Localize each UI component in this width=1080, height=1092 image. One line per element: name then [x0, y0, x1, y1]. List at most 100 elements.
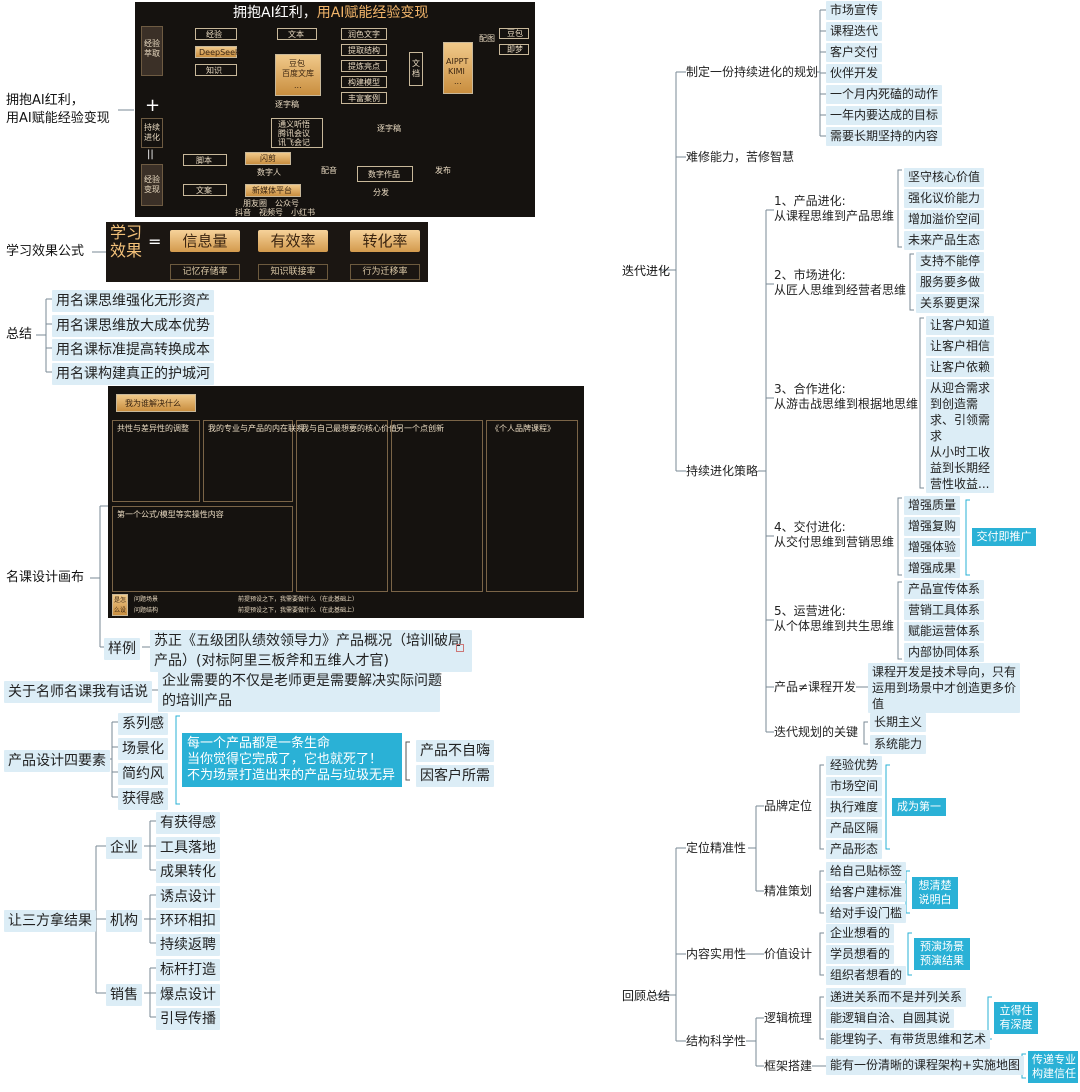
four-callout[interactable]: 每一个产品都是一条生命 当你觉得它完成了，它也就死了！ 不为场景打造出来的产品与…	[182, 733, 402, 787]
s5-item-2[interactable]: 营销工具体系	[904, 601, 985, 620]
dev-text[interactable]: 课程开发是技术导向，只有 运用到场景中才创造更多价 值	[868, 663, 1021, 713]
formula-root-label[interactable]: 学习效果公式	[6, 244, 85, 259]
s2-label[interactable]: 2、市场进化: 从匠人思维到经营者思维	[774, 268, 907, 297]
logic-callout[interactable]: 立得住 有深度	[994, 1002, 1038, 1034]
plan-item-3[interactable]: 客户交付	[826, 43, 883, 62]
four-item-1[interactable]: 系列感	[118, 713, 168, 735]
s2-item-1[interactable]: 支持不能停	[916, 252, 985, 271]
struct-label[interactable]: 结构科学性	[686, 1034, 747, 1048]
prec-item-2[interactable]: 给客户建标准	[826, 883, 907, 902]
quote-root-label[interactable]: 关于名师名课我有话说	[4, 681, 152, 703]
canvas-root-label[interactable]: 名课设计画布	[6, 570, 85, 585]
s4-item-1[interactable]: 增强质量	[904, 496, 961, 515]
sample-text[interactable]: 苏正《五级团队绩效领导力》产品概况（培训破局 产品）(对标阿里三板斧和五维人才官…	[150, 630, 472, 672]
logic-label[interactable]: 逻辑梳理	[764, 1011, 813, 1025]
prec-callout[interactable]: 想清楚 说明白	[912, 877, 958, 909]
three-group-2[interactable]: 机构	[106, 910, 142, 932]
three-g2-item-3[interactable]: 持续返聘	[156, 934, 220, 956]
s5-label[interactable]: 5、运营进化: 从个体思维到共生思维	[774, 604, 895, 633]
four-item-4[interactable]: 获得感	[118, 788, 168, 810]
summary-item-2[interactable]: 用名课思维放大成本优势	[52, 315, 214, 337]
logic-item-1[interactable]: 递进关系而不是并列关系	[826, 988, 967, 1007]
plan-item-4[interactable]: 伙伴开发	[826, 64, 883, 83]
prec-label[interactable]: 精准策划	[764, 884, 813, 898]
three-group-3[interactable]: 销售	[106, 984, 142, 1006]
plan-label[interactable]: 制定一份持续进化的规划	[686, 65, 819, 79]
s1-label[interactable]: 1、产品进化: 从课程思维到产品思维	[774, 194, 895, 223]
three-g3-item-1[interactable]: 标杆打造	[156, 959, 220, 981]
dev-label[interactable]: 产品≠课程开发	[774, 680, 857, 694]
s5-item-3[interactable]: 赋能运营体系	[904, 622, 985, 641]
s3-item-4[interactable]: 从迎合需求 到创造需 求、引领需 求	[926, 379, 995, 445]
note-icon[interactable]	[456, 644, 464, 652]
iter-root-label[interactable]: 迭代进化	[622, 264, 671, 278]
summary-root-label[interactable]: 总结	[6, 327, 33, 342]
three-g2-item-1[interactable]: 诱点设计	[156, 886, 220, 908]
logic-item-3[interactable]: 能埋钩子、有带货思维和艺术	[826, 1030, 991, 1049]
logic-item-2[interactable]: 能逻辑自洽、自圆其说	[826, 1009, 955, 1028]
sample-label[interactable]: 样例	[104, 638, 140, 660]
four-right-1[interactable]: 产品不自嗨	[416, 740, 494, 762]
s4-callout[interactable]: 交付即推广	[972, 528, 1036, 546]
three-g3-item-3[interactable]: 引导传播	[156, 1008, 220, 1030]
strategy-label[interactable]: 持续进化策略	[686, 464, 759, 478]
plan-item-7[interactable]: 需要长期坚持的内容	[826, 127, 943, 146]
four-root-label[interactable]: 产品设计四要素	[4, 750, 110, 772]
brand-item-4[interactable]: 产品区隔	[826, 819, 883, 838]
summary-item-3[interactable]: 用名课标准提高转换成本	[52, 339, 214, 361]
brand-item-5[interactable]: 产品形态	[826, 840, 883, 859]
hard-label[interactable]: 难修能力，苦修智慧	[686, 150, 795, 164]
four-right-2[interactable]: 因客户所需	[416, 765, 494, 787]
key-item-1[interactable]: 长期主义	[870, 713, 927, 732]
plan-item-6[interactable]: 一年内要达成的目标	[826, 106, 943, 125]
plan-item-2[interactable]: 课程迭代	[826, 22, 883, 41]
content-label[interactable]: 内容实用性	[686, 947, 747, 961]
plan-item-1[interactable]: 市场宣传	[826, 1, 883, 20]
frame-item[interactable]: 能有一份清晰的课程架构+实施地图	[826, 1056, 1025, 1075]
brand-item-1[interactable]: 经验优势	[826, 756, 883, 775]
s4-item-2[interactable]: 增强复购	[904, 517, 961, 536]
three-g3-item-2[interactable]: 爆点设计	[156, 984, 220, 1006]
s3-item-5[interactable]: 从小时工收 益到长期经 营性收益...	[926, 443, 995, 493]
quote-text[interactable]: 企业需要的不仅是老师更是需要解决实际问题 的培训产品	[158, 670, 442, 712]
s3-item-3[interactable]: 让客户依赖	[926, 358, 995, 377]
brand-label[interactable]: 品牌定位	[764, 799, 813, 813]
s5-item-4[interactable]: 内部协同体系	[904, 643, 985, 662]
value-callout[interactable]: 预演场景 预演结果	[914, 938, 970, 970]
s1-item-3[interactable]: 增加溢价空间	[904, 210, 985, 229]
s4-label[interactable]: 4、交付进化: 从交付思维到营销思维	[774, 520, 895, 549]
s1-item-1[interactable]: 坚守核心价值	[904, 168, 985, 187]
brand-callout[interactable]: 成为第一	[892, 798, 946, 816]
key-item-2[interactable]: 系统能力	[870, 735, 927, 754]
s2-item-2[interactable]: 服务要多做	[916, 273, 985, 292]
brand-item-2[interactable]: 市场空间	[826, 777, 883, 796]
plan-item-5[interactable]: 一个月内死磕的动作	[826, 85, 943, 104]
brand-item-3[interactable]: 执行难度	[826, 798, 883, 817]
s3-item-1[interactable]: 让客户知道	[926, 316, 995, 335]
four-item-3[interactable]: 简约风	[118, 763, 168, 785]
s2-item-3[interactable]: 关系要更深	[916, 294, 985, 313]
summary-item-4[interactable]: 用名课构建真正的护城河	[52, 363, 214, 385]
frame-callout[interactable]: 传递专业 构建信任	[1028, 1051, 1078, 1083]
s3-label[interactable]: 3、合作进化: 从游击战思维到根据地思维	[774, 382, 919, 411]
s4-item-3[interactable]: 增强体验	[904, 538, 961, 557]
three-root-label[interactable]: 让三方拿结果	[4, 910, 96, 932]
value-label[interactable]: 价值设计	[764, 947, 813, 961]
prec-item-1[interactable]: 给自己贴标签	[826, 862, 907, 881]
ai-root-label[interactable]: 拥抱AI红利， 用AI赋能经验变现	[6, 93, 110, 126]
value-item-1[interactable]: 企业想看的	[826, 924, 895, 943]
three-group-1[interactable]: 企业	[106, 837, 142, 859]
review-root-label[interactable]: 回顾总结	[622, 989, 671, 1003]
three-g2-item-2[interactable]: 环环相扣	[156, 910, 220, 932]
pos-label[interactable]: 定位精准性	[686, 841, 747, 855]
frame-label[interactable]: 框架搭建	[764, 1059, 813, 1073]
three-g1-item-2[interactable]: 工具落地	[156, 837, 220, 859]
value-item-2[interactable]: 学员想看的	[826, 945, 895, 964]
three-g1-item-3[interactable]: 成果转化	[156, 861, 220, 883]
s1-item-2[interactable]: 强化议价能力	[904, 189, 985, 208]
prec-item-3[interactable]: 给对手设门槛	[826, 904, 907, 923]
s3-item-2[interactable]: 让客户相信	[926, 337, 995, 356]
value-item-3[interactable]: 组织者想看的	[826, 966, 907, 985]
key-label[interactable]: 迭代规划的关键	[774, 725, 859, 739]
s5-item-1[interactable]: 产品宣传体系	[904, 580, 985, 599]
